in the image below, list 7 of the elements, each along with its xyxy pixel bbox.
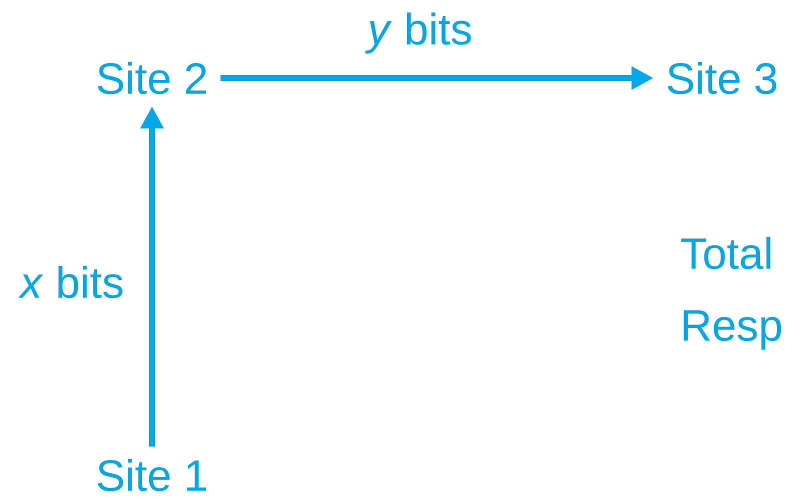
site-label: Site 2 xyxy=(98,62,206,94)
site-label: Site 1 xyxy=(98,458,206,492)
site-label: Site 3 xyxy=(668,62,776,94)
edge-label: y bits xyxy=(365,10,474,56)
text-label: Resp xyxy=(684,310,782,350)
text-label: Total xyxy=(681,236,770,270)
edge-label: x bits xyxy=(18,264,126,300)
